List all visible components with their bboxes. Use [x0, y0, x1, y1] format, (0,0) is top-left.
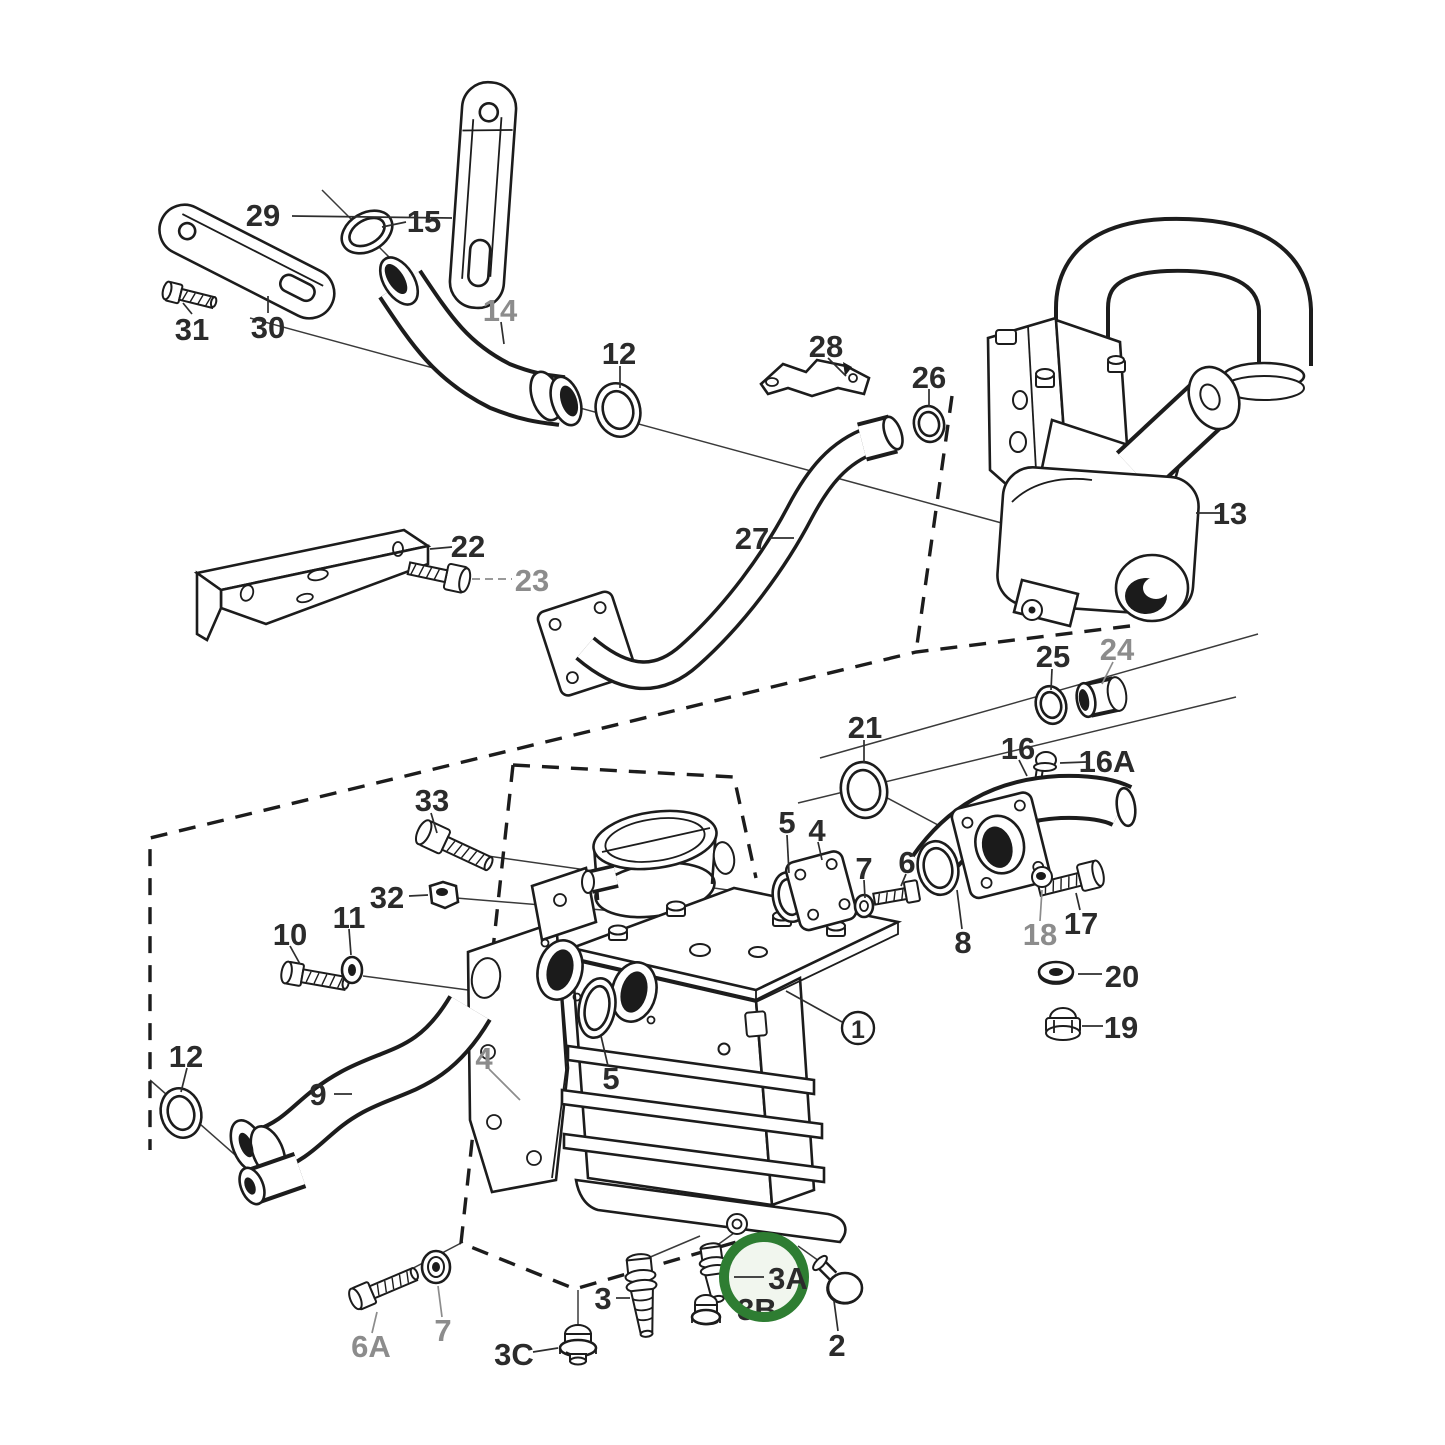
part-bracket-28: [759, 358, 871, 398]
callout-11: 11: [333, 900, 366, 935]
part-seal-ring-12-lower: [159, 1087, 203, 1139]
callout-31: 31: [175, 312, 209, 347]
part-bolt-23: [406, 561, 472, 594]
callout-33: 33: [415, 783, 449, 818]
part-seal-ring-26: [912, 404, 946, 444]
callout-6: 6: [898, 845, 915, 880]
callout-16: 16: [1001, 731, 1035, 766]
callout-26: 26: [912, 360, 946, 395]
callout-12-upper: 12: [602, 336, 636, 371]
callout-5-lower: 5: [602, 1061, 619, 1096]
part-bolt-17: [1036, 859, 1105, 897]
callout-16a: 16A: [1079, 744, 1136, 779]
callout-30: 30: [251, 310, 285, 345]
part-bushing-24: [1075, 676, 1128, 719]
part-nut-18: [1031, 866, 1053, 888]
callout-10: 10: [273, 917, 307, 952]
part-seal-ring-12-upper: [594, 382, 642, 438]
callout-18: 18: [1023, 917, 1057, 952]
callout-13: 13: [1213, 496, 1247, 531]
part-washer-20: [1037, 960, 1075, 985]
callout-labels: 29 30 31 15 14 12 28 26 27 13 22 23 25 2…: [169, 198, 1247, 1372]
callout-20: 20: [1105, 959, 1139, 994]
part-bolt-10: [280, 960, 350, 991]
callout-32: 32: [370, 880, 404, 915]
leader-lines: [180, 215, 1222, 1353]
callout-7-upper: 7: [855, 851, 872, 886]
callout-2: 2: [828, 1328, 845, 1363]
part-plug-2: [812, 1254, 864, 1305]
part-hose-9: [229, 994, 492, 1206]
part-plate-4-upper: [784, 850, 858, 932]
callout-3c: 3C: [494, 1337, 534, 1372]
highlight-ring: [719, 1232, 809, 1322]
part-gasket-5-lower: [577, 976, 617, 1040]
callout-4-lower: 4: [475, 1041, 493, 1076]
part-pipe-27: [536, 414, 904, 697]
part-elbow-8: [911, 773, 1137, 900]
callout-5-upper: 5: [778, 805, 795, 840]
callout-9: 9: [309, 1077, 326, 1112]
callout-12-lower: 12: [169, 1039, 203, 1074]
part-bolt-6a: [348, 1266, 419, 1311]
part-bolt-31: [161, 280, 218, 310]
part-seal-ring-21: [839, 760, 889, 820]
callout-6a: 6A: [351, 1329, 391, 1364]
part-bracket-29: [448, 80, 518, 310]
part-washer-7-lower: [420, 1249, 452, 1285]
callout-23: 23: [515, 563, 549, 598]
part-washer-7-upper: [853, 893, 875, 919]
part-aftercooler-13: [986, 216, 1313, 628]
part-seal-ring-25: [1034, 684, 1068, 726]
part-nut-32: [428, 880, 460, 910]
callout-14: 14: [483, 293, 518, 328]
callout-15: 15: [407, 204, 441, 239]
callout-29: 29: [246, 198, 280, 233]
callout-3a: 3A: [768, 1261, 808, 1296]
callout-22: 22: [451, 529, 485, 564]
part-washer-11: [340, 955, 364, 985]
part-bracket-30: [158, 203, 336, 320]
part-hose-14: [378, 256, 583, 427]
part-cap-nut-19: [1045, 1007, 1081, 1041]
callout-7-lower: 7: [434, 1313, 451, 1348]
part-plug-3c: [558, 1324, 598, 1366]
part-stud-6: [872, 879, 921, 906]
part-vent-cap-16a: [1033, 751, 1057, 772]
part-bolt-33: [414, 819, 494, 872]
callout-24: 24: [1100, 632, 1135, 667]
part-seal-ring-15: [340, 209, 394, 255]
part-heat-exchanger-1: [530, 809, 903, 1244]
part-fitting-3: [624, 1253, 658, 1338]
callout-3: 3: [594, 1281, 611, 1316]
highlight-circle-3a: 3B 3A: [719, 1232, 809, 1327]
callout-19: 19: [1104, 1010, 1138, 1045]
circled-reference-1: 1: [840, 1010, 876, 1046]
callout-4-upper: 4: [808, 813, 826, 848]
callout-25: 25: [1036, 639, 1070, 674]
callout-21: 21: [848, 710, 882, 745]
callout-17: 17: [1064, 906, 1098, 941]
callout-28: 28: [809, 329, 843, 364]
part-angle-bracket-22: [193, 528, 432, 642]
part-plug-3b: [690, 1294, 722, 1326]
callout-8: 8: [954, 925, 971, 960]
circled-reference-label: 1: [851, 1016, 865, 1044]
callout-27: 27: [735, 521, 769, 556]
